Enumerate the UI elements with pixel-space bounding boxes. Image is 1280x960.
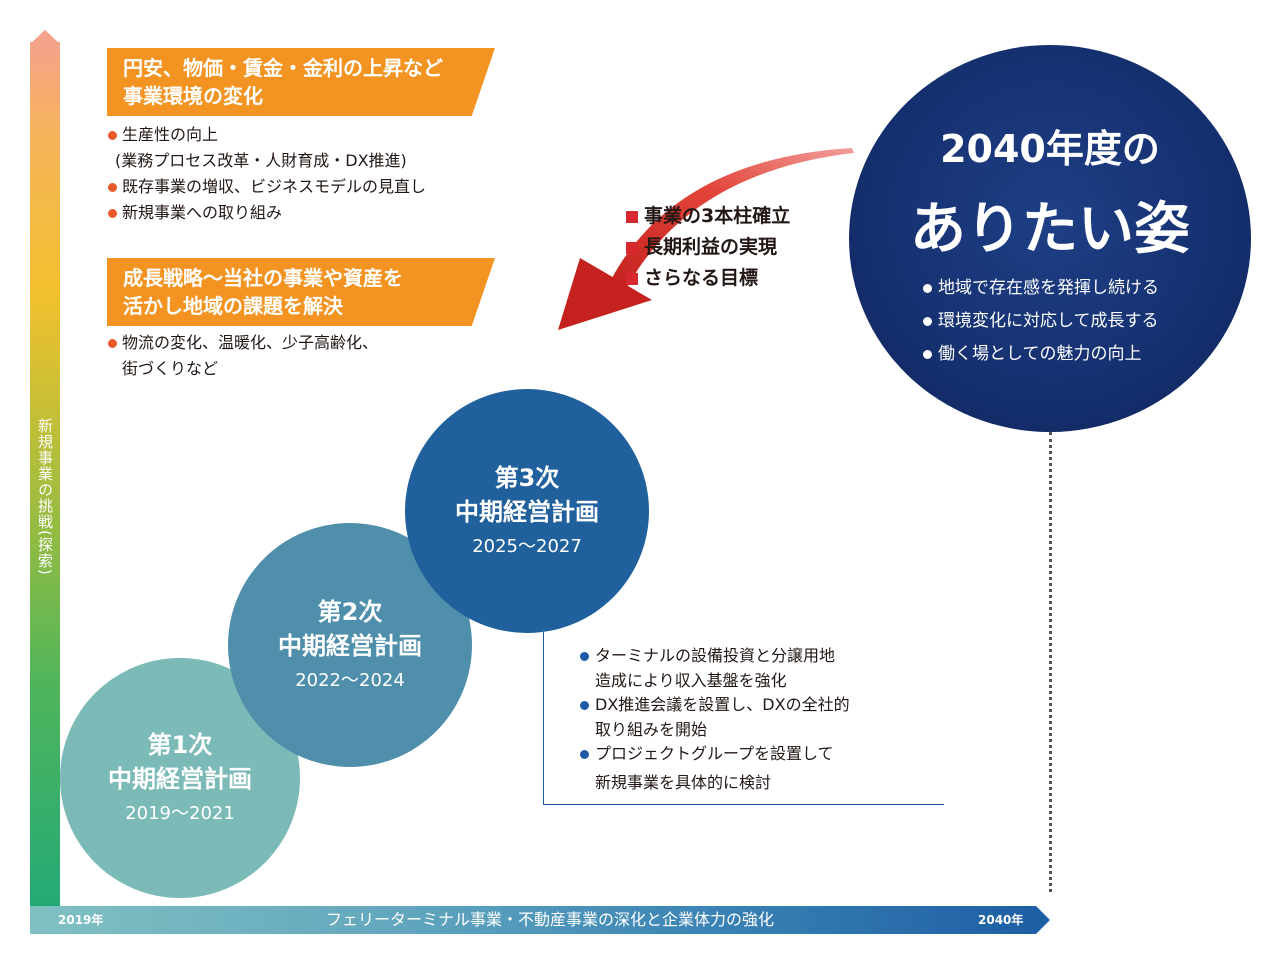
plan3-number: 第3次 xyxy=(494,464,560,492)
bullet-icon xyxy=(108,339,117,348)
list-item: 働く場としての魅力の向上 xyxy=(922,338,1222,371)
list-item: 物流の変化、温暖化、少子高齢化、 xyxy=(107,330,487,356)
bullet-icon xyxy=(108,183,117,192)
goal-item: 長期利益の実現 xyxy=(626,232,790,263)
vision-title-line1: 2040年度の xyxy=(940,127,1160,171)
list-item: 生産性の向上 xyxy=(107,122,527,148)
curved-arrow-icon xyxy=(558,148,854,330)
list-item: プロジェクトグループを設置して xyxy=(580,742,910,767)
growth-title-line1: 成長戦略〜当社の事業や資産を xyxy=(123,266,403,290)
environment-title-line2: 事業環境の変化 xyxy=(123,84,263,108)
bullet-icon xyxy=(923,317,932,326)
list-item: 既存事業の増収、ビジネスモデルの見直し xyxy=(107,174,527,200)
environment-list: 生産性の向上 (業務プロセス改革・人財育成・DX推進) 既存事業の増収、ビジネス… xyxy=(107,122,527,226)
bullet-icon xyxy=(923,350,932,359)
bullet-icon xyxy=(580,701,589,710)
growth-list: 物流の変化、温暖化、少子高齢化、 街づくりなど xyxy=(107,330,487,382)
vision-title-line2: ありたい姿 xyxy=(910,197,1190,262)
list-item: 新規事業への取り組み xyxy=(107,200,527,226)
plan1-name: 中期経営計画 xyxy=(108,765,252,793)
list-item: 造成により収入基盤を強化 xyxy=(595,670,787,690)
horizontal-axis-bar xyxy=(30,906,1036,934)
vision-list: 地域で存在感を発揮し続ける 環境変化に対応して成長する 働く場としての魅力の向上 xyxy=(922,272,1222,371)
axis-start-year: 2019年 xyxy=(58,913,104,927)
list-item: ターミナルの設備投資と分譲用地 xyxy=(580,644,910,669)
list-item: 地域で存在感を発揮し続ける xyxy=(922,272,1222,305)
vertical-axis-label: 新規事業の挑戦(探索) xyxy=(36,418,54,576)
plan3-name: 中期経営計画 xyxy=(455,498,599,526)
plan3-list: ターミナルの設備投資と分譲用地 造成により収入基盤を強化 DX推進会議を設置し、… xyxy=(580,644,910,795)
square-bullet-icon xyxy=(626,211,638,223)
bullet-icon xyxy=(923,284,932,293)
goals-list: 事業の3本柱確立 長期利益の実現 さらなる目標 xyxy=(626,201,790,294)
goal-item: 事業の3本柱確立 xyxy=(626,201,790,232)
axis-end-year: 2040年 xyxy=(978,913,1024,927)
vertical-axis-arrow-icon xyxy=(30,30,60,44)
list-item: 取り組みを開始 xyxy=(595,719,708,739)
environment-title-line1: 円安、物価・賃金・金利の上昇など xyxy=(123,56,443,80)
plan2-name: 中期経営計画 xyxy=(278,632,422,660)
horizontal-axis-label: フェリーターミナル事業・不動産事業の深化と企業体力の強化 xyxy=(325,910,774,929)
plan2-years: 2022〜2024 xyxy=(295,670,405,691)
square-bullet-icon xyxy=(626,273,638,285)
plan1-number: 第1次 xyxy=(147,731,213,759)
list-item: (業務プロセス改革・人財育成・DX推進) xyxy=(115,151,407,170)
list-item: 新規事業を具体的に検討 xyxy=(595,772,772,792)
list-item: DX推進会議を設置し、DXの全社的 xyxy=(580,693,910,718)
bullet-icon xyxy=(108,131,117,140)
square-bullet-icon xyxy=(626,242,638,254)
plan3-circle: 第3次 中期経営計画 2025〜2027 xyxy=(405,389,649,633)
bullet-icon xyxy=(108,209,117,218)
bullet-icon xyxy=(580,750,589,759)
growth-banner: 成長戦略〜当社の事業や資産を 活かし地域の課題を解決 xyxy=(107,258,495,326)
horizontal-axis-arrow-icon xyxy=(1036,906,1050,934)
vision-circle xyxy=(849,45,1251,432)
target-dotted-line xyxy=(1049,432,1052,892)
list-item: 街づくりなど xyxy=(122,359,219,378)
plan1-years: 2019〜2021 xyxy=(125,803,235,824)
environment-banner: 円安、物価・賃金・金利の上昇など 事業環境の変化 xyxy=(107,48,495,116)
list-item: 環境変化に対応して成長する xyxy=(922,305,1222,338)
plan3-bracket xyxy=(543,632,944,805)
goal-item: さらなる目標 xyxy=(626,263,790,294)
bullet-icon xyxy=(580,652,589,661)
growth-title-line2: 活かし地域の課題を解決 xyxy=(123,294,343,318)
vertical-axis-bar xyxy=(30,42,60,934)
plan2-number: 第2次 xyxy=(317,598,383,626)
plan3-years: 2025〜2027 xyxy=(472,536,582,557)
